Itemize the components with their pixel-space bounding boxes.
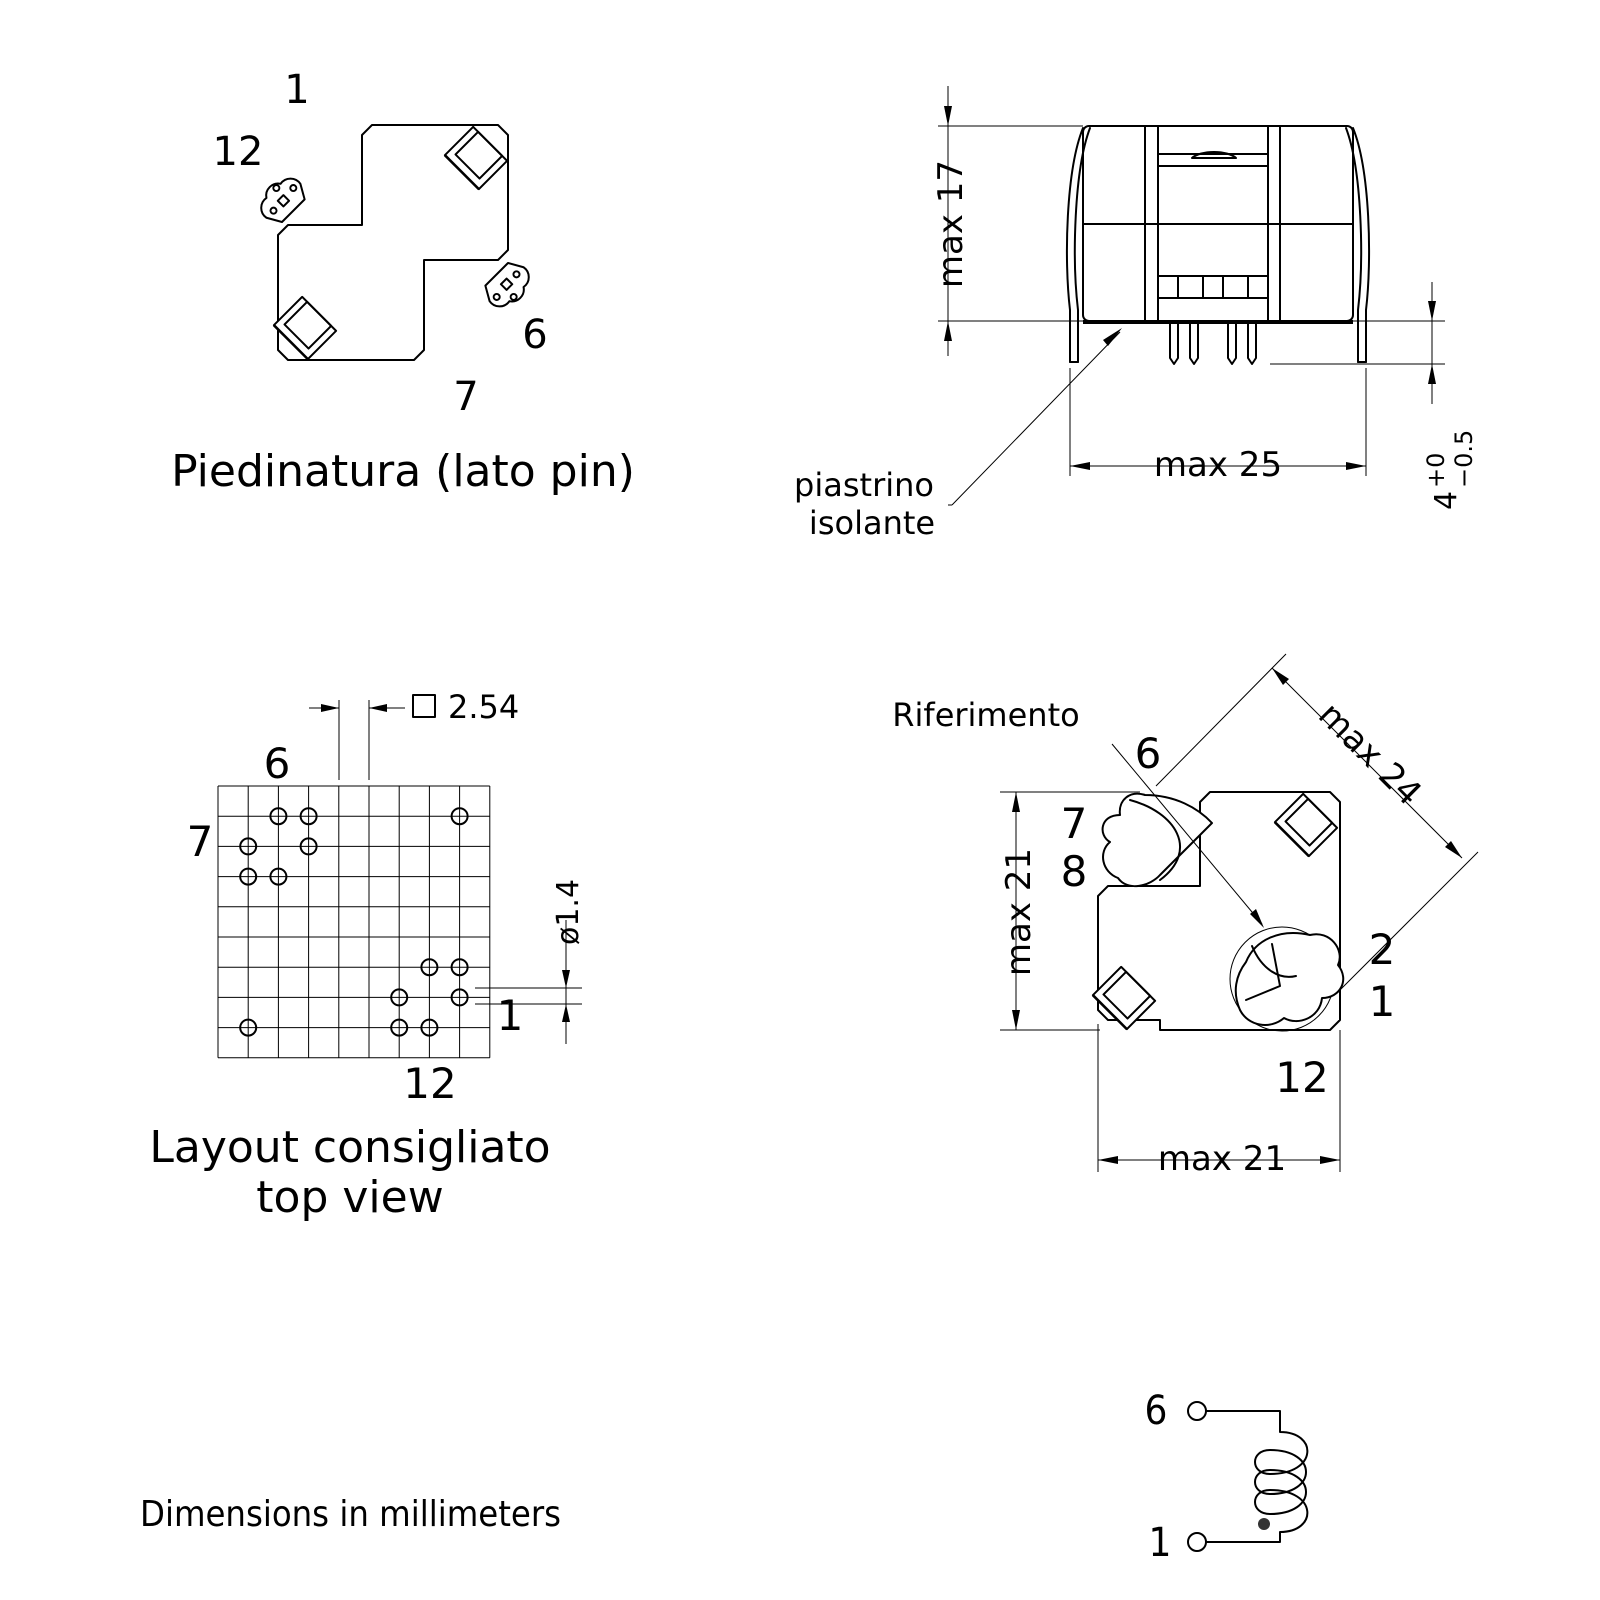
- svg-text:−0.5: −0.5: [1450, 430, 1478, 488]
- layout-pin-7-label: 7: [187, 817, 214, 866]
- pinout-pin-6-label: 6: [522, 312, 547, 358]
- pad-hole: [450, 988, 469, 1007]
- top-pin-2-label: 2: [1369, 925, 1396, 974]
- schematic-polarity-dot: [1258, 1518, 1270, 1530]
- schematic-pin-top-label: 6: [1145, 1388, 1168, 1434]
- pinout-pin-12-label: 12: [213, 129, 264, 175]
- layout-grid: [217, 785, 491, 1059]
- pad-hole: [420, 958, 439, 977]
- layout-pin-6-label: 6: [264, 739, 291, 788]
- top-pin-7-label: 7: [1061, 799, 1088, 848]
- pad-hole: [450, 958, 469, 977]
- side-pad-label-line1: piastrino: [794, 466, 934, 504]
- schematic-terminal-bottom: [1187, 1532, 1207, 1552]
- top-height-label: max 21: [999, 848, 1039, 976]
- side-pin-length-label: 4 +0 −0.5: [1422, 430, 1478, 510]
- pad-hole: [239, 867, 258, 886]
- layout-title-line2: top view: [256, 1172, 443, 1223]
- top-pin-12-label: 12: [1275, 1053, 1328, 1102]
- side-pad-label-line2: isolante: [809, 504, 935, 542]
- schematic: 6 1: [1145, 1388, 1309, 1566]
- svg-text:+0: +0: [1422, 453, 1450, 488]
- pad-hole: [269, 867, 288, 886]
- top-diagonal-label: max 24: [1310, 695, 1429, 814]
- top-pin-1-label: 1: [1369, 977, 1396, 1026]
- pinout-title: Piedinatura (lato pin): [171, 446, 635, 497]
- pad-hole: [239, 1018, 258, 1037]
- pinout-clip-bottom-left: [272, 295, 338, 361]
- pinout-lug-top-left: [251, 168, 312, 229]
- pinout-view: 1 12 6 7 Piedinatura (lato pin): [171, 67, 635, 497]
- layout-hole-label: ø1.4: [551, 879, 586, 945]
- pinout-body-outline: [277, 124, 509, 361]
- side-pins: [1169, 321, 1257, 365]
- top-reference-label: Riferimento: [892, 696, 1079, 734]
- footer-note: Dimensions in millimeters: [140, 1494, 561, 1535]
- top-clip-top-right: [1273, 792, 1339, 858]
- top-width-label: max 21: [1158, 1139, 1286, 1179]
- pad-hole: [269, 807, 288, 826]
- layout-pin-12-label: 12: [403, 1059, 456, 1108]
- layout-holes: [239, 807, 469, 1037]
- pinout-pin-1-label: 1: [284, 67, 309, 113]
- layout-title-line1: Layout consigliato: [149, 1122, 550, 1173]
- layout-grid-label: 2.54: [448, 688, 519, 726]
- pad-hole: [450, 807, 469, 826]
- side-height-label: max 17: [931, 160, 971, 288]
- layout-pin-1-label: 1: [497, 991, 524, 1040]
- side-view: max 17 max 25 4 +0 −0.5 piastrino isolan…: [794, 86, 1478, 542]
- top-view: Riferimento max 24 max 21 max 21 6 7 8 2…: [892, 653, 1479, 1179]
- pad-hole: [390, 988, 409, 1007]
- pinout-lug-bottom-right: [478, 256, 539, 317]
- pad-hole: [420, 1018, 439, 1037]
- pad-hole: [299, 837, 318, 856]
- pad-hole: [299, 807, 318, 826]
- top-pin-6-label: 6: [1135, 729, 1162, 778]
- top-lug-bottom-right: [1234, 932, 1345, 1026]
- pinout-clip-top-right: [443, 125, 509, 191]
- pinout-pin-7-label: 7: [453, 374, 478, 420]
- pad-hole: [239, 837, 258, 856]
- schematic-winding: [1205, 1410, 1309, 1543]
- layout-view: 2.54 ø1.4 6 7 1 12 Layout consigliato to…: [149, 688, 586, 1223]
- svg-text:4: 4: [1429, 491, 1464, 510]
- schematic-pin-bottom-label: 1: [1149, 1520, 1172, 1566]
- pad-hole: [390, 1018, 409, 1037]
- schematic-terminal-top: [1187, 1401, 1207, 1421]
- top-lug-top-left: [1101, 792, 1213, 888]
- side-width-label: max 25: [1154, 445, 1282, 485]
- top-pin-8-label: 8: [1061, 847, 1088, 896]
